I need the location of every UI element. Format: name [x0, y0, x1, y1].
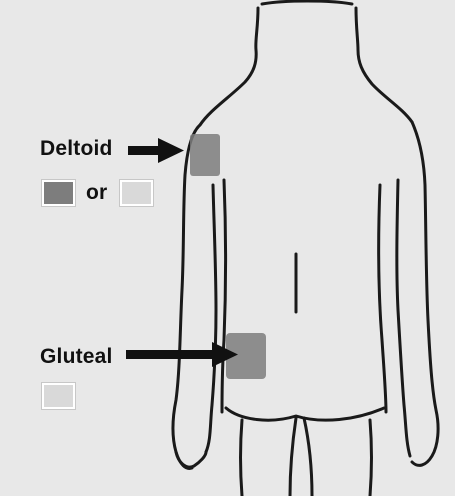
deltoid-dark-swatch: [42, 180, 75, 206]
deltoid-light-swatch: [120, 180, 153, 206]
or-label: or: [86, 181, 107, 205]
deltoid-site-patch: [190, 134, 220, 176]
deltoid-label: Deltoid: [40, 137, 113, 161]
gluteal-light-swatch: [42, 383, 75, 409]
gluteal-label: Gluteal: [40, 345, 113, 369]
